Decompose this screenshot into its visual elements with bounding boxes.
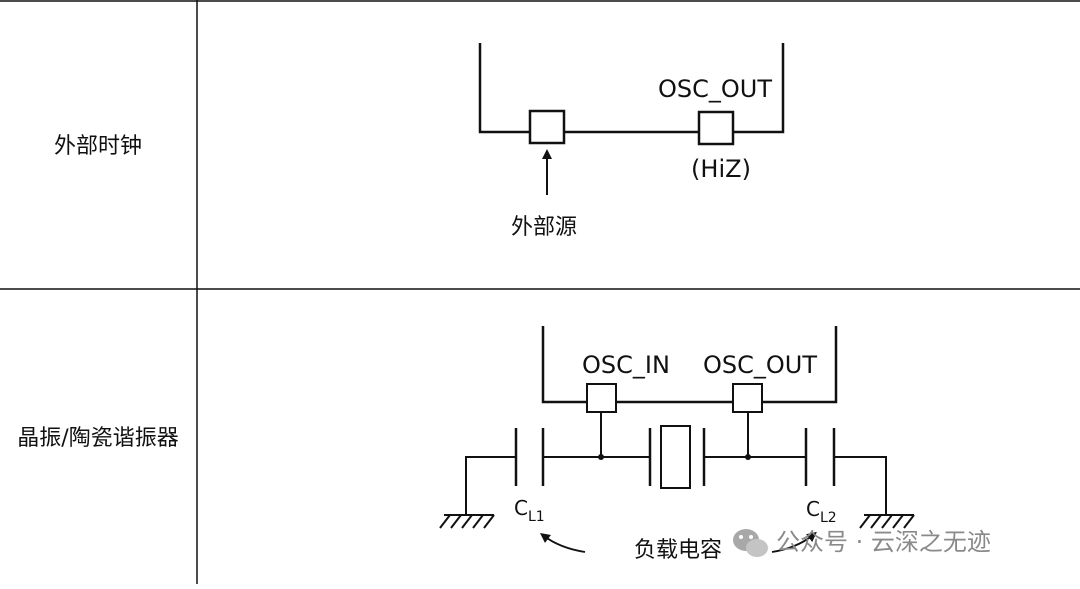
load-capacitor-label: 负载电容 (634, 538, 722, 563)
crystal-body (660, 425, 691, 489)
load-cap-arrow-left (539, 533, 586, 553)
cl2-label: CL2 (806, 497, 837, 526)
osc-out-pin-box (697, 110, 735, 146)
hiz-label: (HiZ) (691, 155, 751, 183)
load-cap-arrow-right (771, 531, 817, 553)
cl1-ground-wire (465, 456, 516, 515)
left-ground-symbol (439, 514, 495, 529)
row-label-external-clock: 外部时钟 (54, 134, 142, 159)
osc-out-pin-box-crystal (732, 383, 763, 413)
junction-dot-osc-in (598, 454, 604, 460)
mcu-outline-crystal (541, 326, 838, 404)
row-label-crystal-resonator: 晶振/陶瓷谐振器 (17, 426, 178, 451)
ext-osc-out-label: OSC_OUT (658, 75, 772, 103)
osc-in-pin-box-crystal (586, 383, 617, 413)
watermark-text: 公众号 · 云深之无迹 (776, 528, 991, 556)
crystal-osc-out-label: OSC_OUT (703, 351, 817, 379)
right-ground-symbol (859, 514, 915, 529)
external-clock-diagram (478, 43, 785, 195)
wechat-icon (733, 529, 768, 557)
crystal-osc-in-label: OSC_IN (582, 351, 670, 379)
osc-in-pin-box (528, 109, 566, 145)
cl1-label: CL1 (514, 496, 545, 525)
cl2-ground-wire (834, 456, 887, 515)
external-source-label: 外部源 (511, 215, 577, 240)
watermark: 公众号 · 云深之无迹 (733, 528, 991, 557)
junction-dot-osc-out (745, 454, 751, 460)
crystal-diagram (439, 326, 915, 553)
mcu-outline (478, 43, 785, 134)
